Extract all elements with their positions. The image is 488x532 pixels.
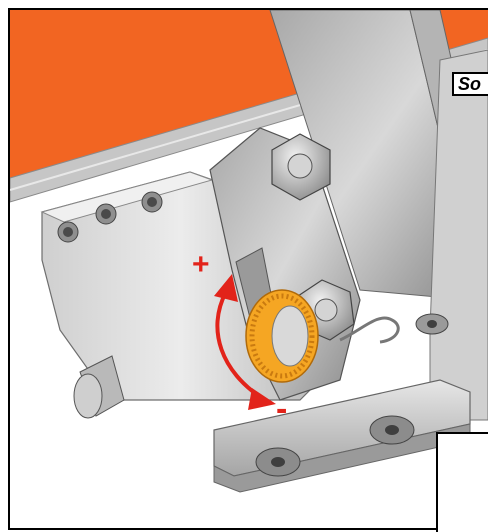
block-screws [57, 191, 163, 243]
side-frame [429, 49, 488, 421]
adjustment-gear [245, 289, 319, 383]
spring-wire [339, 316, 400, 344]
arrow-head-down [248, 388, 276, 410]
arrow-head-up [214, 274, 238, 302]
diagram-border [8, 8, 488, 530]
left-shaft [73, 355, 125, 419]
callout-label-box: So [452, 72, 488, 96]
base-screws [255, 313, 449, 477]
top-bolt [271, 133, 331, 201]
callout-label: So [458, 74, 482, 94]
plus-symbol: + [192, 248, 210, 281]
inset-callout-box [436, 432, 488, 532]
minus-symbol: - [276, 390, 288, 428]
adjustment-arrow [215, 291, 264, 400]
